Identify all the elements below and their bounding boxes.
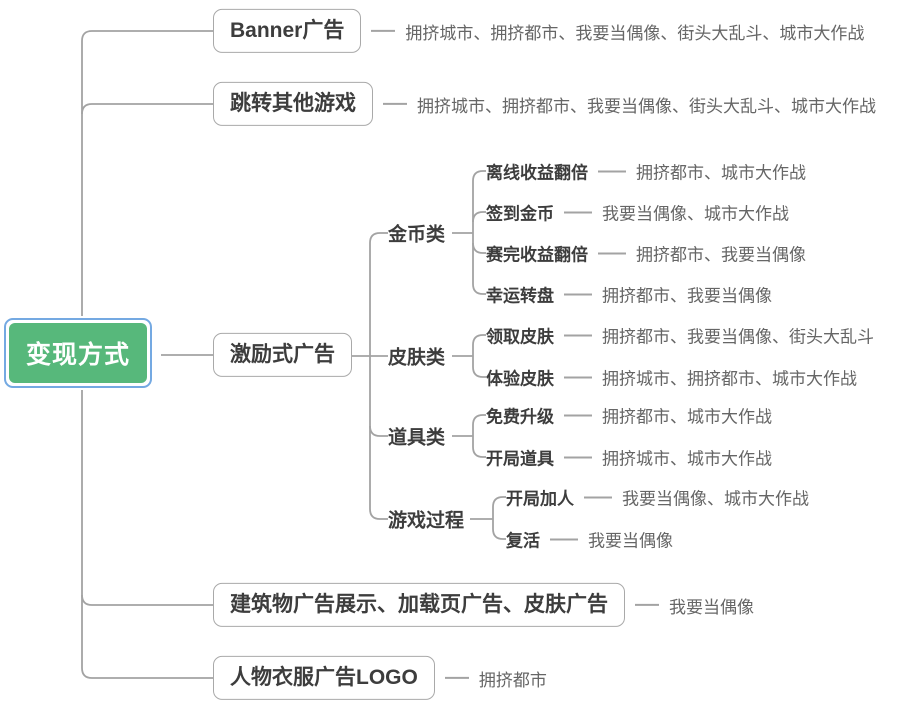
games-node-jump[interactable]: 拥挤城市、拥挤都市、我要当偶像、街头大乱斗、城市大作战 (417, 96, 876, 116)
connector-coin-mid2 (472, 242, 486, 254)
connector-props-bracket (472, 414, 486, 458)
dash-connector (383, 103, 407, 105)
dash-connector (564, 211, 592, 213)
branch-node-clothes-logo[interactable]: 人物衣服广告LOGO (213, 655, 435, 701)
leaf-node-start-props[interactable]: 开局道具 (486, 449, 554, 469)
games-node-clothes-logo[interactable]: 拥挤都市 (478, 670, 547, 690)
connector-root-to-clothes (81, 390, 213, 679)
leaf-node-add-people[interactable]: 开局加人 (506, 489, 574, 509)
branch-row-banner: Banner广告 拥挤城市、拥挤都市、我要当偶像、街头大乱斗、城市大作战 (213, 8, 865, 54)
games-node[interactable]: 拥挤都市、城市大作战 (602, 407, 772, 427)
branch-row-clothes-logo: 人物衣服广告LOGO 拥挤都市 (213, 655, 547, 701)
leaf-node-claim-skin[interactable]: 领取皮肤 (486, 327, 554, 347)
leaf-node-race-double[interactable]: 赛完收益翻倍 (486, 245, 588, 265)
connector-root-to-banner (81, 30, 213, 316)
connector-incentive-trunk (369, 232, 388, 520)
leaf-row-race-double: 赛完收益翻倍 拥挤都市、我要当偶像 (486, 241, 806, 266)
connector-root-to-building (81, 594, 213, 606)
games-node[interactable]: 拥挤都市、我要当偶像 (636, 245, 806, 265)
dash-connector (564, 414, 592, 416)
dash-connector (635, 604, 659, 606)
dash-connector (564, 376, 592, 378)
games-node[interactable]: 拥挤都市、我要当偶像、街头大乱斗 (602, 327, 874, 347)
dash-connector (584, 496, 612, 498)
leaf-row-offline-double: 离线收益翻倍 拥挤都市、城市大作战 (486, 159, 806, 184)
leaf-node-revive[interactable]: 复活 (506, 531, 540, 551)
dash-connector (598, 170, 626, 172)
branch-node-jump[interactable]: 跳转其他游戏 (213, 81, 373, 127)
branch-row-building-ads: 建筑物广告展示、加载页广告、皮肤广告 我要当偶像 (213, 582, 754, 628)
games-node[interactable]: 我要当偶像 (588, 531, 673, 551)
games-node[interactable]: 拥挤都市、城市大作战 (636, 163, 806, 183)
dash-connector (598, 252, 626, 254)
games-node-banner[interactable]: 拥挤城市、拥挤都市、我要当偶像、街头大乱斗、城市大作战 (405, 23, 865, 43)
dash-connector (564, 334, 592, 336)
leaf-row-try-skin: 体验皮肤 拥挤城市、拥挤都市、城市大作战 (486, 365, 857, 390)
branch-row-jump: 跳转其他游戏 拥挤城市、拥挤都市、我要当偶像、街头大乱斗、城市大作战 (213, 81, 876, 127)
branch-row-incentive: 激励式广告 (213, 332, 352, 378)
leaf-node-free-upgrade[interactable]: 免费升级 (486, 407, 554, 427)
leaf-row-revive: 复活 我要当偶像 (506, 527, 673, 552)
games-node[interactable]: 我要当偶像、城市大作战 (622, 489, 809, 509)
games-node-building-ads[interactable]: 我要当偶像 (669, 597, 754, 617)
connector-incentive-to-props (369, 425, 388, 437)
connector-root-to-jump (81, 103, 213, 115)
leaf-node-signin-coin[interactable]: 签到金币 (486, 204, 554, 224)
leaf-node-lucky-wheel[interactable]: 幸运转盘 (486, 286, 554, 306)
games-node[interactable]: 拥挤城市、拥挤都市、城市大作战 (602, 369, 857, 389)
leaf-node-try-skin[interactable]: 体验皮肤 (486, 369, 554, 389)
root-node-selection[interactable]: 变现方式 (4, 318, 153, 388)
leaf-row-claim-skin: 领取皮肤 拥挤都市、我要当偶像、街头大乱斗 (486, 323, 874, 348)
connector-coin-mid1 (472, 211, 486, 223)
dash-connector (371, 30, 396, 32)
category-node-gameplay[interactable]: 游戏过程 (388, 510, 465, 532)
category-node-props[interactable]: 道具类 (388, 427, 446, 449)
category-node-coin[interactable]: 金币类 (388, 224, 446, 246)
category-node-skin[interactable]: 皮肤类 (388, 347, 446, 369)
dash-connector (564, 456, 592, 458)
branch-node-incentive[interactable]: 激励式广告 (213, 332, 352, 378)
connector-gameplay-bracket (492, 496, 506, 540)
leaf-row-free-upgrade: 免费升级 拥挤都市、城市大作战 (486, 403, 772, 428)
leaf-row-signin-coin: 签到金币 我要当偶像、城市大作战 (486, 200, 789, 225)
leaf-row-start-props: 开局道具 拥挤城市、城市大作战 (486, 445, 772, 470)
games-node[interactable]: 拥挤都市、我要当偶像 (602, 286, 772, 306)
dash-connector (564, 293, 592, 295)
leaf-row-lucky-wheel: 幸运转盘 拥挤都市、我要当偶像 (486, 282, 772, 307)
connector-coin-bracket (472, 170, 486, 295)
root-node[interactable]: 变现方式 (9, 323, 148, 383)
branch-node-building-ads[interactable]: 建筑物广告展示、加载页广告、皮肤广告 (213, 582, 625, 628)
leaf-row-add-people: 开局加人 我要当偶像、城市大作战 (506, 485, 809, 510)
branch-node-banner[interactable]: Banner广告 (213, 8, 362, 54)
connector-skin-bracket (472, 334, 486, 378)
games-node[interactable]: 我要当偶像、城市大作战 (602, 204, 789, 224)
dash-connector (444, 677, 469, 679)
leaf-node-offline-double[interactable]: 离线收益翻倍 (486, 163, 588, 183)
games-node[interactable]: 拥挤城市、城市大作战 (602, 449, 772, 469)
dash-connector (550, 538, 578, 540)
